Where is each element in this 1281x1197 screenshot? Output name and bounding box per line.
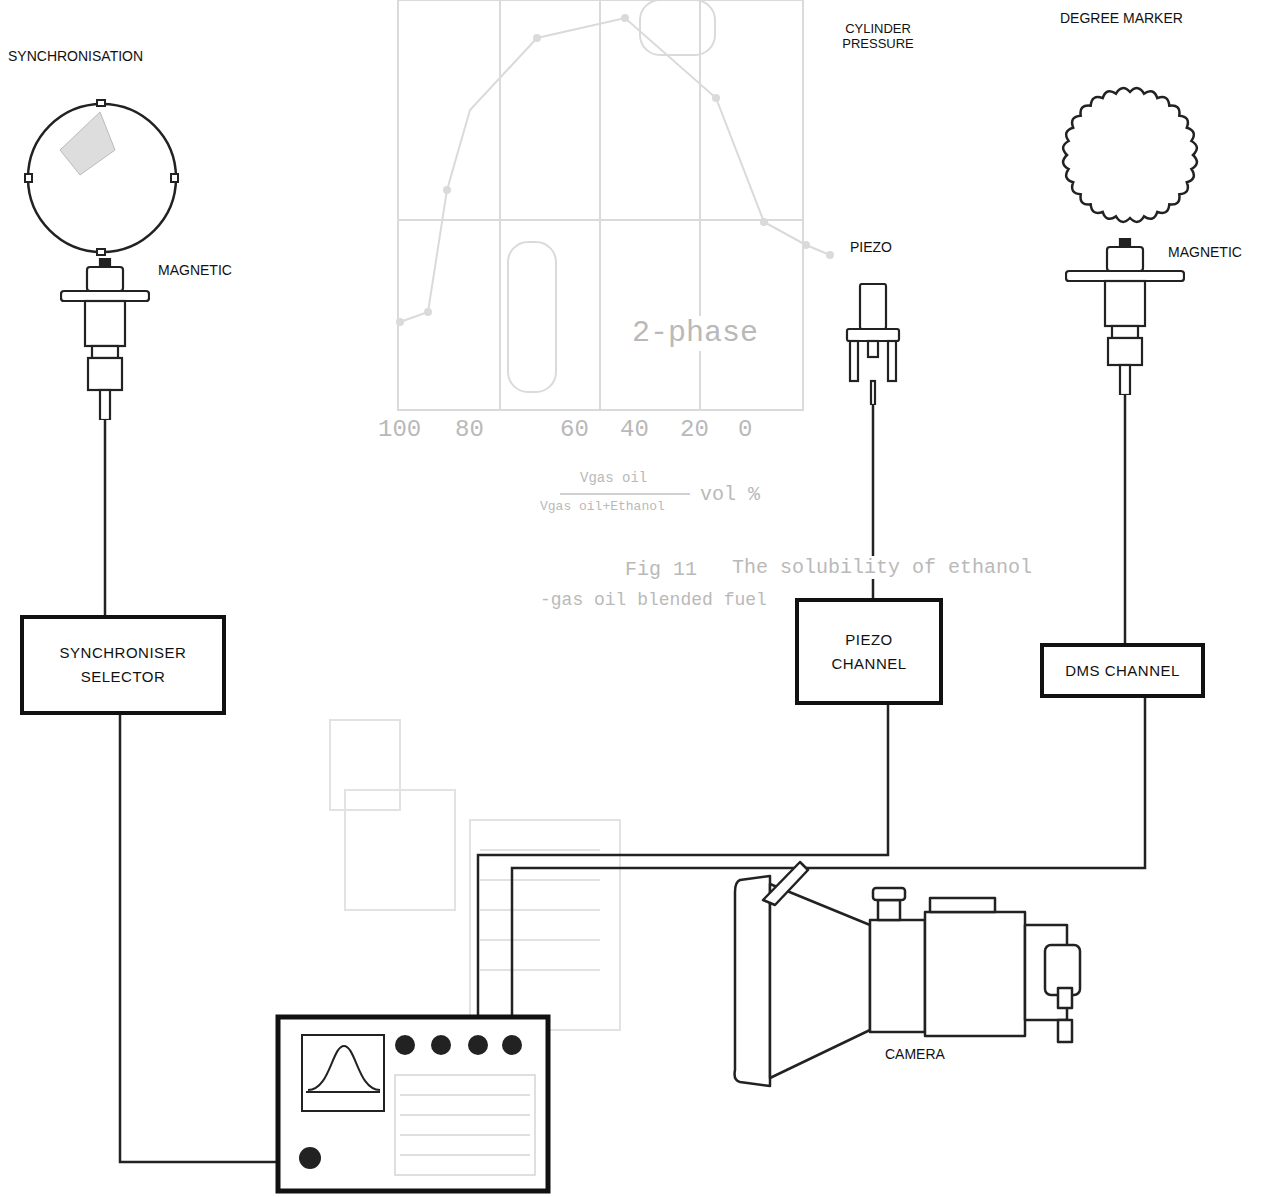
box-label: PIEZO CHANNEL [809,628,929,676]
part-label: SYNCHRONISATION [8,48,143,64]
ghost-chart [398,0,830,410]
sensor-label: PIEZO [850,239,892,255]
magnetic-pickup [1065,238,1185,395]
background-text: Fig 11 [625,558,697,581]
camera [735,862,1080,1086]
channel-box: PIEZO CHANNEL [795,598,943,705]
sensor-label: MAGNETIC [1168,244,1242,260]
background-text: The solubility of ethanol [732,556,1032,579]
background-text: 80 [455,416,484,444]
piezo-transducer [845,283,901,405]
background-text: 0 [738,416,752,444]
background-text: 60 [560,416,589,444]
background-text: vol % [700,483,760,506]
part-label: CAMERA [885,1046,945,1062]
background-text: -gas oil blended fuel [540,590,767,611]
synchronisation-wheel [25,100,178,255]
background-text: 2-phase [632,316,758,351]
background-text: 20 [680,416,709,444]
channel-box: DMS CHANNEL [1040,643,1205,698]
background-text: Vgas oil+Ethanol [540,500,665,515]
degree-marker-wheel [1063,88,1197,222]
sensor-label: MAGNETIC [158,262,232,278]
sensor-node: MAGNETIC [60,258,150,420]
part-label: DEGREE MARKER [1060,10,1183,26]
ghost-sketch [330,720,620,1030]
background-text: 40 [620,416,649,444]
background-text: Vgas oil [580,470,647,486]
channel-box: SYNCHRONISER SELECTOR [20,615,226,715]
box-label: DMS CHANNEL [1065,659,1180,683]
sensor-node: PIEZO [845,283,901,405]
box-label: SYNCHRONISER SELECTOR [34,641,212,689]
oscilloscope [278,1017,548,1191]
magnetic-pickup [60,258,150,420]
part-label: CYLINDER PRESSURE [832,22,924,52]
sensor-node: MAGNETIC [1065,238,1185,395]
background-text: 100 [378,416,421,444]
signal-cable [104,420,107,615]
signal-cable [1124,395,1127,643]
signal-wire [120,698,1145,1162]
